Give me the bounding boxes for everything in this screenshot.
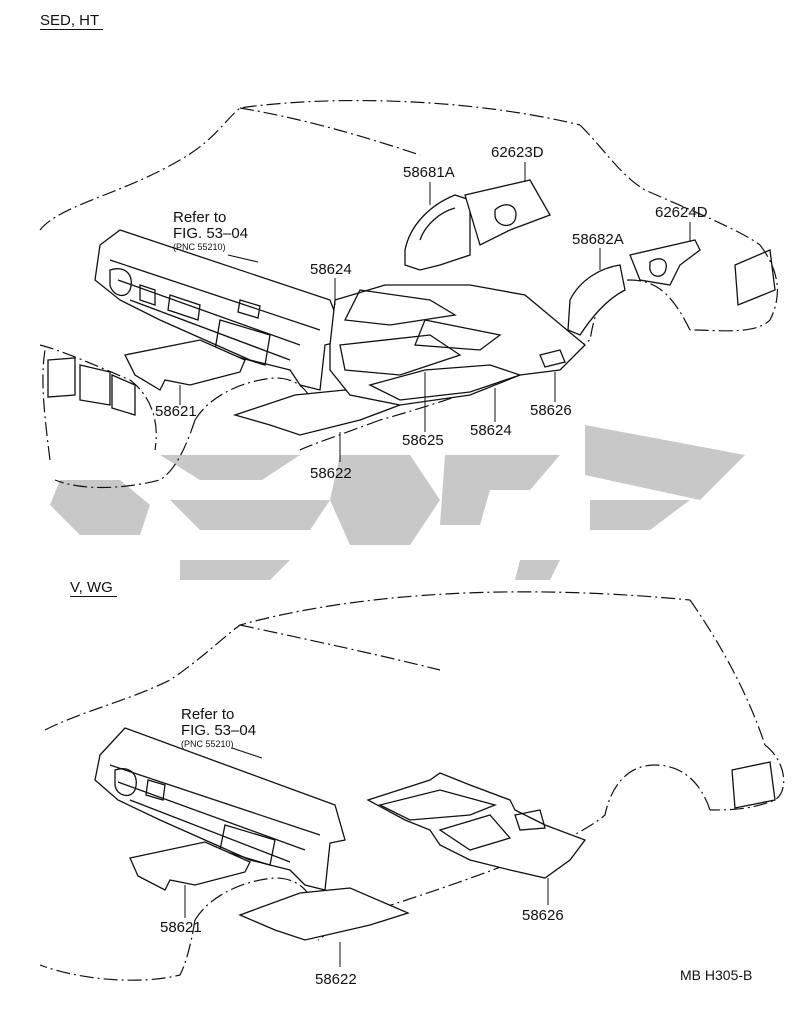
part-label-58681A: 58681A <box>403 164 455 181</box>
sedan-part-58621-silencer <box>124 339 246 391</box>
wagon-reference-line3: (PNC 55210) <box>181 738 234 749</box>
sedan-dash-panel <box>94 229 346 391</box>
sedan-part-58681A <box>404 194 471 271</box>
diagram-code: MB H305-B <box>680 967 753 983</box>
section-label-wagon: V, WG <box>70 580 117 597</box>
sedan-floor-carpet <box>329 284 586 406</box>
wagon-dash-panel <box>94 727 346 891</box>
sedan-reference-line2: FIG. 53–04 <box>173 224 249 242</box>
sedan-reference-line3: (PNC 55210) <box>173 241 226 252</box>
part-label-58624-bottom: 58624 <box>470 422 512 439</box>
wagon-floor-carpet <box>366 772 587 879</box>
part-label-62624D: 62624D <box>655 204 708 221</box>
wagon-part-58621-silencer <box>129 841 251 891</box>
watermark-logo <box>50 425 745 580</box>
part-label-62623D: 62623D <box>491 144 544 161</box>
sedan-part-62624D <box>629 239 701 286</box>
sedan-leader-lines <box>179 162 691 462</box>
part-label-58622-top: 58622 <box>310 465 352 482</box>
part-label-58626-bottom: 58626 <box>522 907 564 924</box>
part-label-58622-bottom: 58622 <box>315 971 357 988</box>
sedan-part-62623D <box>464 179 551 246</box>
part-label-58626-top: 58626 <box>530 402 572 419</box>
sedan-reference-line1: Refer to <box>173 209 227 226</box>
wagon-reference-note: Refer to FIG. 53–04 (PNC 55210) <box>181 707 256 749</box>
sedan-part-58682A <box>567 264 626 336</box>
wagon-reference-line2: FIG. 53–04 <box>181 721 257 739</box>
wagon-leader-lines <box>184 747 549 967</box>
wagon-part-58622-silencer <box>238 887 410 941</box>
part-label-58624-top: 58624 <box>310 261 352 278</box>
part-label-58621-top: 58621 <box>155 403 197 420</box>
sedan-reference-note: Refer to FIG. 53–04 (PNC 55210) <box>173 210 248 252</box>
sedan-part-58622-silencer <box>232 389 403 436</box>
section-label-sedan: SED, HT <box>40 13 104 30</box>
part-label-58682A: 58682A <box>572 231 624 248</box>
part-label-58625: 58625 <box>402 432 444 449</box>
part-label-58621-bottom: 58621 <box>160 919 202 936</box>
wagon-reference-line1: Refer to <box>181 706 235 723</box>
